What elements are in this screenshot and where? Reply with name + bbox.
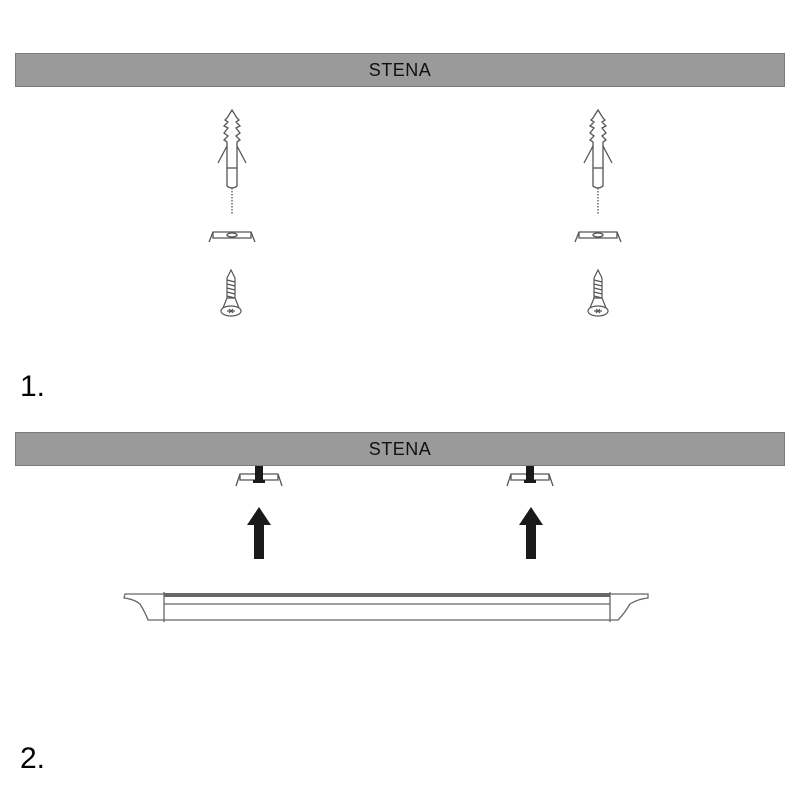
mounted-clip-icon: [506, 466, 554, 487]
screw-icon: [220, 268, 242, 317]
wall-bar-step-1: STENA: [15, 53, 785, 87]
wall-plug-icon: [217, 108, 247, 214]
step-number-2: 2.: [20, 742, 46, 775]
wall-plug-icon: [583, 108, 613, 214]
step-number-1: 1.: [20, 370, 46, 403]
mounted-clip-icon: [235, 466, 283, 487]
screw-icon: [587, 268, 609, 317]
up-arrow-icon: [247, 507, 271, 559]
mounting-clip-icon: [208, 231, 256, 243]
wall-bar-step-2: STENA: [15, 432, 785, 466]
wall-label: STENA: [368, 438, 432, 459]
up-arrow-icon: [519, 507, 543, 559]
led-profile-icon: [123, 592, 649, 622]
mounting-clip-icon: [574, 231, 622, 243]
wall-label: STENA: [368, 59, 432, 80]
